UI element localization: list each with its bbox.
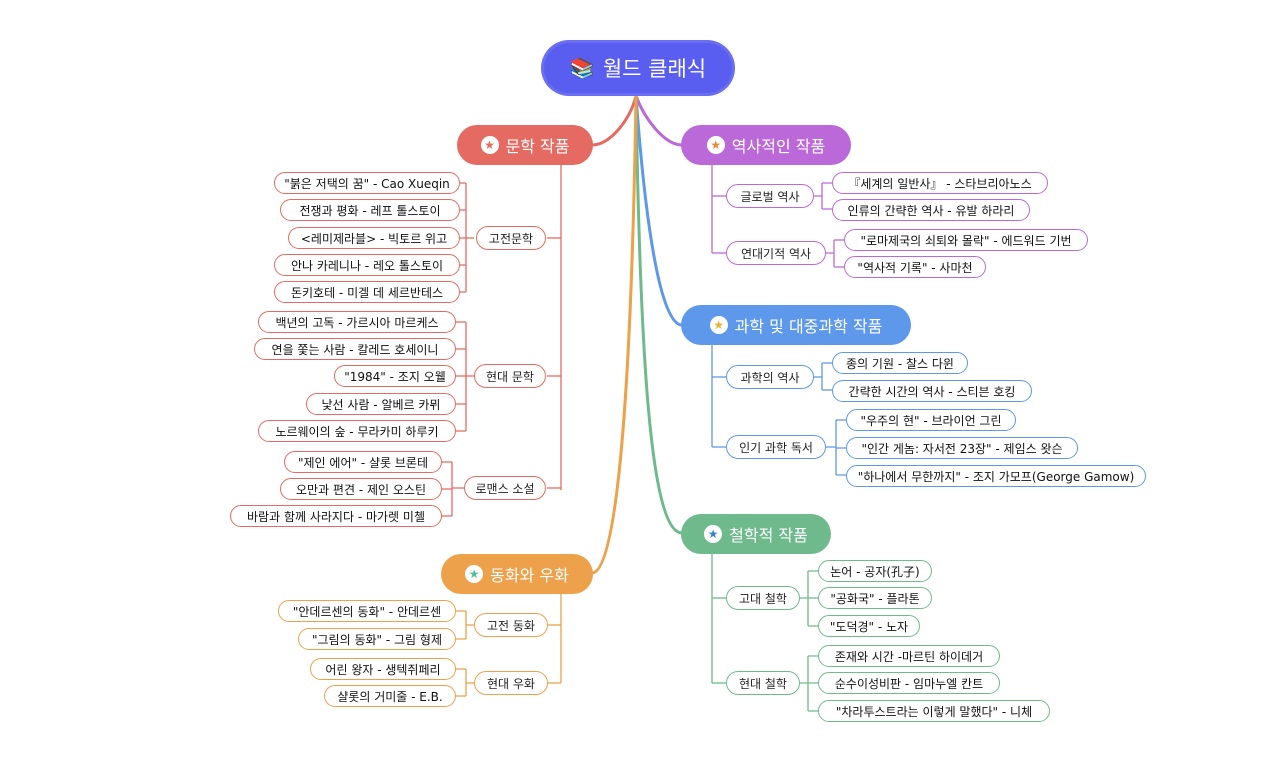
leaf-book[interactable]: 노르웨이의 숲 - 무라카미 하루키 bbox=[258, 420, 456, 442]
star-icon: ★ bbox=[704, 525, 723, 543]
leaf-book[interactable]: 간략한 시간의 역사 - 스티븐 호킹 bbox=[832, 380, 1032, 402]
leaf-book[interactable]: 어린 왕자 - 생텍쥐페리 bbox=[310, 658, 456, 680]
sub-modern-philosophy[interactable]: 현대 철학 bbox=[726, 671, 800, 695]
leaf-book[interactable]: 바람과 함께 사라지다 - 마가렛 미첼 bbox=[230, 505, 442, 527]
branch-label: 동화와 우화 bbox=[490, 566, 569, 585]
sub-classic-literature[interactable]: 고전문학 bbox=[476, 226, 546, 250]
leaf-book[interactable]: 순수이성비판 - 임마누엘 칸트 bbox=[818, 672, 1000, 694]
sub-chronological-history[interactable]: 연대기적 역사 bbox=[726, 241, 826, 265]
star-icon: ★ bbox=[706, 136, 725, 154]
leaf-book[interactable]: "역사적 기록" - 사마천 bbox=[844, 256, 986, 278]
leaf-book[interactable]: 논어 - 공자(孔子) bbox=[818, 560, 932, 582]
leaf-book[interactable]: 백년의 고독 - 가르시아 마르케스 bbox=[258, 311, 456, 333]
leaf-book[interactable]: 낯선 사람 - 알베르 카뮈 bbox=[306, 393, 456, 415]
leaf-book[interactable]: "공화국" - 플라톤 bbox=[818, 587, 932, 609]
leaf-book[interactable]: 돈키호테 - 미겔 데 세르반테스 bbox=[274, 281, 460, 303]
leaf-book[interactable]: "차라투스트라는 이렇게 말했다" - 니체 bbox=[818, 700, 1050, 722]
leaf-book[interactable]: 종의 기원 - 찰스 다윈 bbox=[832, 352, 968, 374]
leaf-book[interactable]: "안데르센의 동화" - 안데르센 bbox=[278, 600, 456, 622]
branch-philosophy[interactable]: ★ 철학적 작품 bbox=[681, 514, 831, 554]
leaf-book[interactable]: 오만과 편견 - 제인 오스틴 bbox=[280, 478, 442, 500]
sub-history-of-science[interactable]: 과학의 역사 bbox=[726, 365, 814, 389]
leaf-book[interactable]: "제인 에어" - 샬롯 브론테 bbox=[284, 451, 442, 473]
sub-modern-fables[interactable]: 현대 우화 bbox=[474, 671, 548, 695]
leaf-book[interactable]: "도덕경" - 노자 bbox=[818, 615, 920, 637]
root-topic[interactable]: 📚 월드 클래식 bbox=[541, 40, 735, 96]
leaf-book[interactable]: "그림의 동화" - 그림 형제 bbox=[298, 628, 456, 650]
leaf-book[interactable]: "1984" - 조지 오웰 bbox=[334, 365, 456, 387]
leaf-book[interactable]: "로마제국의 쇠퇴와 몰락" - 에드워드 기번 bbox=[844, 229, 1088, 251]
star-icon: ★ bbox=[465, 565, 484, 583]
leaf-book[interactable]: <레미제라블> - 빅토르 위고 bbox=[288, 227, 460, 249]
leaf-book[interactable]: 안나 카레니나 - 레오 톨스토이 bbox=[274, 254, 460, 276]
sub-romance-novel[interactable]: 로맨스 소설 bbox=[464, 476, 546, 500]
leaf-book[interactable]: "붉은 저택의 꿈" - Cao Xueqin bbox=[274, 172, 460, 194]
leaf-book[interactable]: 전쟁과 평화 - 레프 톨스토이 bbox=[280, 199, 460, 221]
branch-fairy-tales[interactable]: ★ 동화와 우화 bbox=[441, 554, 593, 594]
root-title: 월드 클래식 bbox=[602, 57, 707, 81]
leaf-book[interactable]: "인간 게놈: 자서전 23장" - 제임스 왓슨 bbox=[846, 437, 1078, 459]
sub-ancient-philosophy[interactable]: 고대 철학 bbox=[726, 586, 800, 610]
leaf-book[interactable]: 인류의 간략한 역사 - 유발 하라리 bbox=[832, 199, 1030, 221]
sub-global-history[interactable]: 글로벌 역사 bbox=[726, 184, 814, 208]
sub-classic-fairy-tales[interactable]: 고전 동화 bbox=[474, 613, 548, 637]
branch-literature[interactable]: ★ 문학 작품 bbox=[457, 125, 593, 165]
branch-label: 과학 및 대중과학 작품 bbox=[734, 317, 883, 336]
branch-science[interactable]: ★ 과학 및 대중과학 작품 bbox=[681, 305, 911, 345]
leaf-book[interactable]: 샬롯의 거미줄 - E.B. bbox=[324, 685, 456, 707]
leaf-book[interactable]: "우주의 현" - 브라이언 그린 bbox=[846, 409, 1016, 431]
branch-history[interactable]: ★ 역사적인 작품 bbox=[681, 125, 851, 165]
star-icon: ★ bbox=[480, 136, 499, 154]
sub-popular-science[interactable]: 인기 과학 독서 bbox=[726, 435, 826, 459]
branch-label: 문학 작품 bbox=[505, 137, 570, 156]
books-icon: 📚 bbox=[569, 56, 595, 80]
branch-label: 철학적 작품 bbox=[729, 526, 808, 545]
star-icon: ★ bbox=[709, 316, 728, 334]
leaf-book[interactable]: 『세계의 일반사』 - 스타브리아노스 bbox=[832, 172, 1048, 194]
branch-label: 역사적인 작품 bbox=[731, 137, 826, 156]
leaf-book[interactable]: "하나에서 무한까지" - 조지 가모프(George Gamow) bbox=[846, 465, 1146, 487]
sub-modern-literature[interactable]: 현대 문학 bbox=[474, 364, 546, 388]
leaf-book[interactable]: 연을 쫓는 사람 - 칼레드 호세이니 bbox=[254, 338, 456, 360]
leaf-book[interactable]: 존재와 시간 -마르틴 하이데거 bbox=[818, 645, 1000, 667]
